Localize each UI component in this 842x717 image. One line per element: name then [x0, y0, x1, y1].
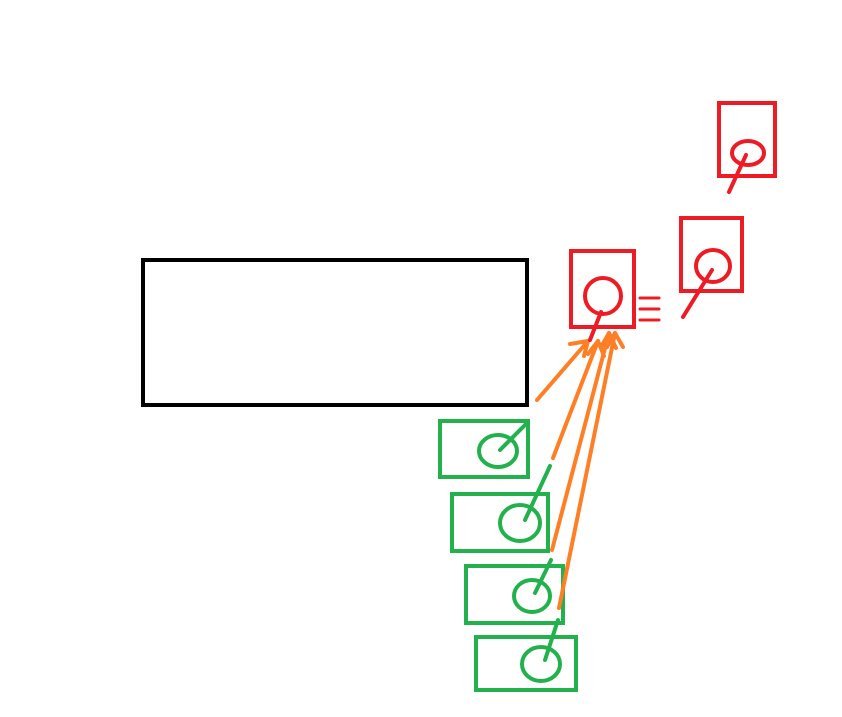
red-unit-1-line — [588, 310, 603, 342]
orange-arrow-2-head — [586, 339, 606, 358]
red-unit-3-box — [717, 101, 777, 178]
red-unit-2-line — [681, 268, 714, 319]
orange-arrow-1-shaft — [535, 339, 590, 402]
green-unit-2 — [450, 464, 552, 553]
green-unit-1-line — [498, 421, 529, 452]
red-unit-2-circle — [694, 248, 732, 284]
orange-arrow-2-shaft — [551, 339, 600, 460]
green-unit-4 — [474, 618, 578, 692]
green-unit-3-circle — [512, 578, 552, 614]
green-unit-1-circle — [477, 433, 519, 469]
orange-arrow-3-shaft — [550, 331, 611, 552]
green-unit-1-box — [438, 419, 530, 479]
red-unit-3-line — [727, 153, 748, 194]
green-unit-4-circle — [520, 645, 562, 683]
orange-arrow-4 — [557, 331, 625, 610]
orange-arrow-2 — [551, 339, 606, 460]
green-unit-4-line — [543, 618, 560, 662]
orange-arrow-1-head — [568, 339, 590, 358]
green-unit-2-line — [523, 464, 552, 522]
red-unit-1-box — [569, 249, 636, 329]
red-unit-2 — [679, 216, 744, 319]
green-unit-1 — [438, 419, 530, 479]
orange-arrow-4-shaft — [557, 331, 617, 610]
red-unit-1-circle — [583, 276, 623, 316]
orange-arrow-4-head — [605, 331, 625, 349]
green-unit-3-line — [533, 558, 553, 595]
red-unit-3 — [717, 101, 777, 194]
red-unit-3-circle — [730, 139, 766, 167]
green-unit-4-box — [474, 635, 578, 692]
orange-arrow-1 — [535, 339, 590, 402]
red-unit-1 — [569, 249, 661, 342]
large-black-box — [141, 258, 529, 407]
red-unit-2-box — [679, 216, 744, 293]
green-unit-2-circle — [498, 503, 542, 543]
green-unit-2-box — [450, 492, 550, 553]
